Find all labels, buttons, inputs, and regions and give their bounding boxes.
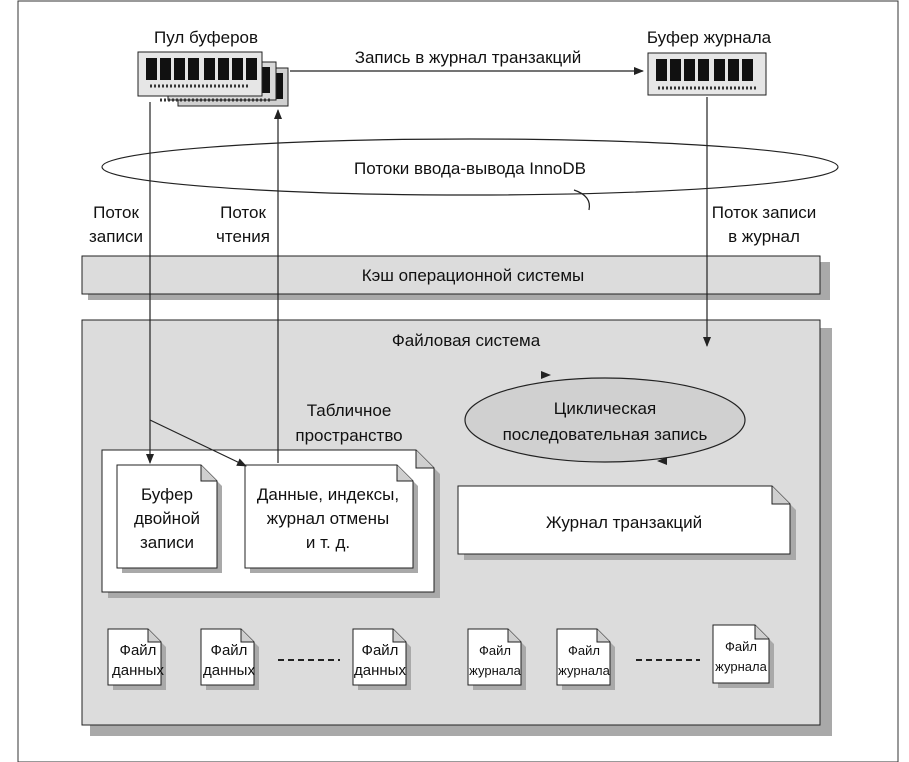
circular-arrow-bottom [657,457,667,465]
circular-arrow-top [541,371,551,379]
log-file-2-line1: Файл [568,643,600,658]
data-file-1 [107,628,166,690]
log-file-1 [467,628,526,690]
data-file-1-line1: Файл [120,642,157,659]
data-file-3 [352,628,411,690]
tablespace-label-line1: Табличное [307,401,392,420]
data-file-2 [200,628,259,690]
log-file-2-line2: журнала [558,663,610,678]
doublewrite-label-line1: Буфер [141,485,193,504]
data-file-2-line1: Файл [211,642,248,659]
data-index-label-line2: журнал отмены [267,509,389,528]
circular-write-ellipse [464,377,746,463]
log-file-2 [556,628,615,690]
write-thread-label-line2: записи [89,227,143,246]
data-file-3-line2: данных [354,662,406,679]
read-thread-label-line2: чтения [216,227,270,246]
circular-label-line2: последовательная запись [503,425,708,444]
transaction-log-label: Журнал транзакций [546,513,702,532]
filesystem-label: Файловая система [392,331,541,350]
data-file-1-line2: данных [112,662,164,679]
write-to-data-arrow [149,419,247,467]
io-threads-ellipse [101,138,839,196]
transaction-log-document [457,485,796,560]
buffer-pool-icon [137,51,289,107]
log-write-thread-label-line1: Поток записи [712,203,816,222]
log-file-3-line1: Файл [725,639,757,654]
log-file-1-line1: Файл [479,643,511,658]
doublewrite-label-line3: записи [140,533,194,552]
log-file-1-line2: журнала [469,663,521,678]
log-write-thread-label-line2: в журнал [728,227,800,246]
data-file-2-line2: данных [203,662,255,679]
doublewrite-buffer-document [116,464,222,573]
outer-frame [17,0,899,762]
os-cache-bar [81,255,821,295]
data-index-document [244,464,418,573]
log-file-3 [712,624,774,688]
os-cache-label: Кэш операционной системы [362,266,585,285]
data-index-label-line3: и т. д. [306,533,350,552]
buffer-pool-label: Пул буферов [154,28,258,47]
tablespace-label-line2: пространство [295,426,402,445]
io-threads-tail [573,189,591,211]
doublewrite-label-line2: двойной [134,509,200,528]
data-file-3-line1: Файл [362,642,399,659]
log-write-arrow-label: Запись в журнал транзакций [355,48,582,67]
data-index-label-line1: Данные, индексы, [257,485,399,504]
read-thread-label-line1: Поток [220,203,266,222]
write-thread-label-line1: Поток [93,203,139,222]
log-buffer-label: Буфер журнала [647,28,772,47]
circular-label-line1: Циклическая [554,399,656,418]
io-threads-label: Потоки ввода-вывода InnoDB [354,159,586,178]
log-file-3-line2: журнала [715,659,767,674]
log-buffer-icon [647,52,767,96]
